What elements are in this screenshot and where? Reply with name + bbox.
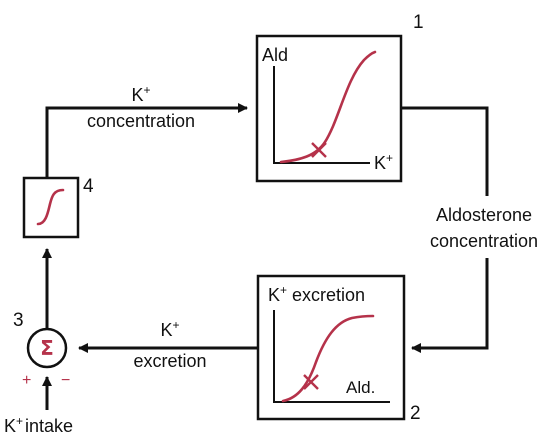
box2-number: 2 — [410, 403, 421, 424]
line-box1-to-aldosterone — [401, 106, 489, 196]
box1-aldosterone-response: Ald K+ — [255, 34, 403, 183]
k-concentration-word: concentration — [87, 111, 195, 131]
aldosterone-label-line1: Aldosterone — [436, 205, 532, 225]
box1-y-axis-label: Ald — [262, 45, 288, 65]
box3-number: 3 — [13, 310, 24, 331]
box1-number: 1 — [413, 12, 424, 33]
box4-number: 4 — [83, 176, 94, 197]
k-excretion-word: excretion — [133, 351, 206, 371]
k-excretion-label: K+ — [160, 318, 179, 340]
summation-junction: Σ — [26, 327, 68, 369]
k-concentration-label: K+ — [131, 83, 150, 105]
box1-x-axis-label: K+ — [374, 151, 393, 173]
k-intake-label: K+intake — [4, 414, 73, 436]
aldosterone-label-line2: concentration — [430, 231, 538, 251]
box1-sigmoid-curve — [279, 50, 377, 164]
box4-sigmoid-curve — [36, 188, 65, 226]
plus-sign: + — [22, 372, 31, 389]
sigma-symbol: Σ — [40, 336, 54, 360]
box2-saturating-curve — [281, 314, 375, 403]
box2-x-axis-label: Ald. — [346, 378, 375, 397]
arrow-aldosterone-to-box2 — [411, 258, 489, 353]
box2-setpoint-marker — [303, 374, 319, 390]
aldosterone-label-background — [418, 200, 554, 256]
arrow-k-concentration-to-box1 — [45, 103, 248, 178]
box1-setpoint-marker — [311, 142, 327, 158]
minus-sign: − — [61, 372, 70, 389]
box2-title: K+ excretion — [268, 283, 365, 305]
box4-sigmoid-transform — [22, 176, 80, 239]
box2-excretion-response: K+ excretion Ald. — [256, 274, 406, 421]
